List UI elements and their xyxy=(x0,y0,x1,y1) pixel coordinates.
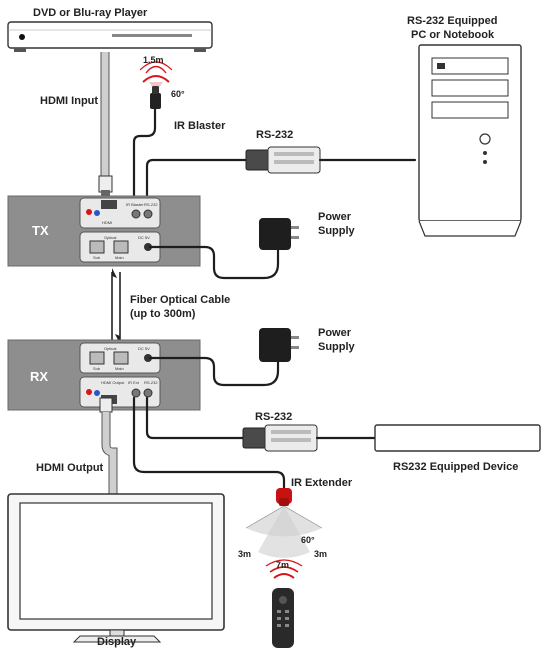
hdmi-output-cable xyxy=(99,397,118,496)
fiber-label-line2: (up to 300m) xyxy=(130,308,196,320)
hdmi-input-cable xyxy=(98,52,113,197)
hdmi-output-label: HDMI Output xyxy=(36,462,104,474)
rx-power-supply xyxy=(148,328,299,387)
tx-unit: IR Blaster RS-232 HDMI Optical Sub Main … xyxy=(7,195,201,267)
ir-extender-angle: 60° xyxy=(301,535,315,545)
rx-irext-port-label: IR Ext xyxy=(128,380,140,385)
rx-label: RX xyxy=(30,369,48,384)
ir-extender-right-range: 3m xyxy=(314,549,327,559)
display-label: Display xyxy=(97,636,137,648)
rs232-cable-bottom xyxy=(145,396,377,452)
rx-hdmi-port-label: HDMI Output xyxy=(101,380,125,385)
rs232-device-label: RS232 Equipped Device xyxy=(393,461,518,473)
ir-blaster-label: IR Blaster xyxy=(174,120,226,132)
ir-extender-center-range: 7m xyxy=(276,560,289,570)
fiber-link xyxy=(111,268,121,344)
tx-rs232-port-label: RS-232 xyxy=(144,202,158,207)
ir-extender xyxy=(132,396,323,648)
tx-power-label-1: Power xyxy=(318,211,352,223)
ir-extender-label: IR Extender xyxy=(291,477,353,489)
rs232-bottom-label: RS-232 xyxy=(255,411,292,423)
rx-power-label-2: Supply xyxy=(318,341,356,353)
tx-optical-label: Optical xyxy=(104,235,117,240)
dvd-player xyxy=(7,21,213,52)
pc-tower xyxy=(418,44,522,237)
rs232-cable-top xyxy=(145,146,417,198)
rx-optical-label: Optical xyxy=(104,346,117,351)
display-monitor xyxy=(7,493,225,643)
ir-blaster-range: 1.5m xyxy=(143,55,164,65)
ir-blaster xyxy=(132,61,173,198)
rx-sub-label: Sub xyxy=(93,366,101,371)
tx-irblaster-port-label: IR Blaster xyxy=(126,202,144,207)
tx-sub-label: Sub xyxy=(93,255,101,260)
rs232-top-label: RS-232 xyxy=(256,129,293,141)
tx-hdmi-port-label: HDMI xyxy=(102,220,112,225)
tx-main-label: Main xyxy=(115,255,124,260)
rx-rs232-port-label: RS-232 xyxy=(144,380,158,385)
fiber-label-line1: Fiber Optical Cable xyxy=(130,294,230,306)
rx-main-label: Main xyxy=(115,366,124,371)
rs232-device xyxy=(374,424,541,452)
pc-label-line1: RS-232 Equipped xyxy=(407,15,497,27)
tx-power-label-2: Supply xyxy=(318,225,356,237)
dvd-player-label: DVD or Blu-ray Player xyxy=(33,7,148,19)
ir-blaster-angle: 60° xyxy=(171,89,185,99)
tx-label: TX xyxy=(32,223,49,238)
pc-label-line2: PC or Notebook xyxy=(411,29,495,41)
hdmi-input-label: HDMI Input xyxy=(40,95,98,107)
tx-power-supply xyxy=(148,218,299,280)
tx-dc-label: DC 5V xyxy=(138,235,150,240)
ir-extender-left-range: 3m xyxy=(238,549,251,559)
rx-dc-label: DC 5V xyxy=(138,346,150,351)
rx-power-label-1: Power xyxy=(318,327,352,339)
